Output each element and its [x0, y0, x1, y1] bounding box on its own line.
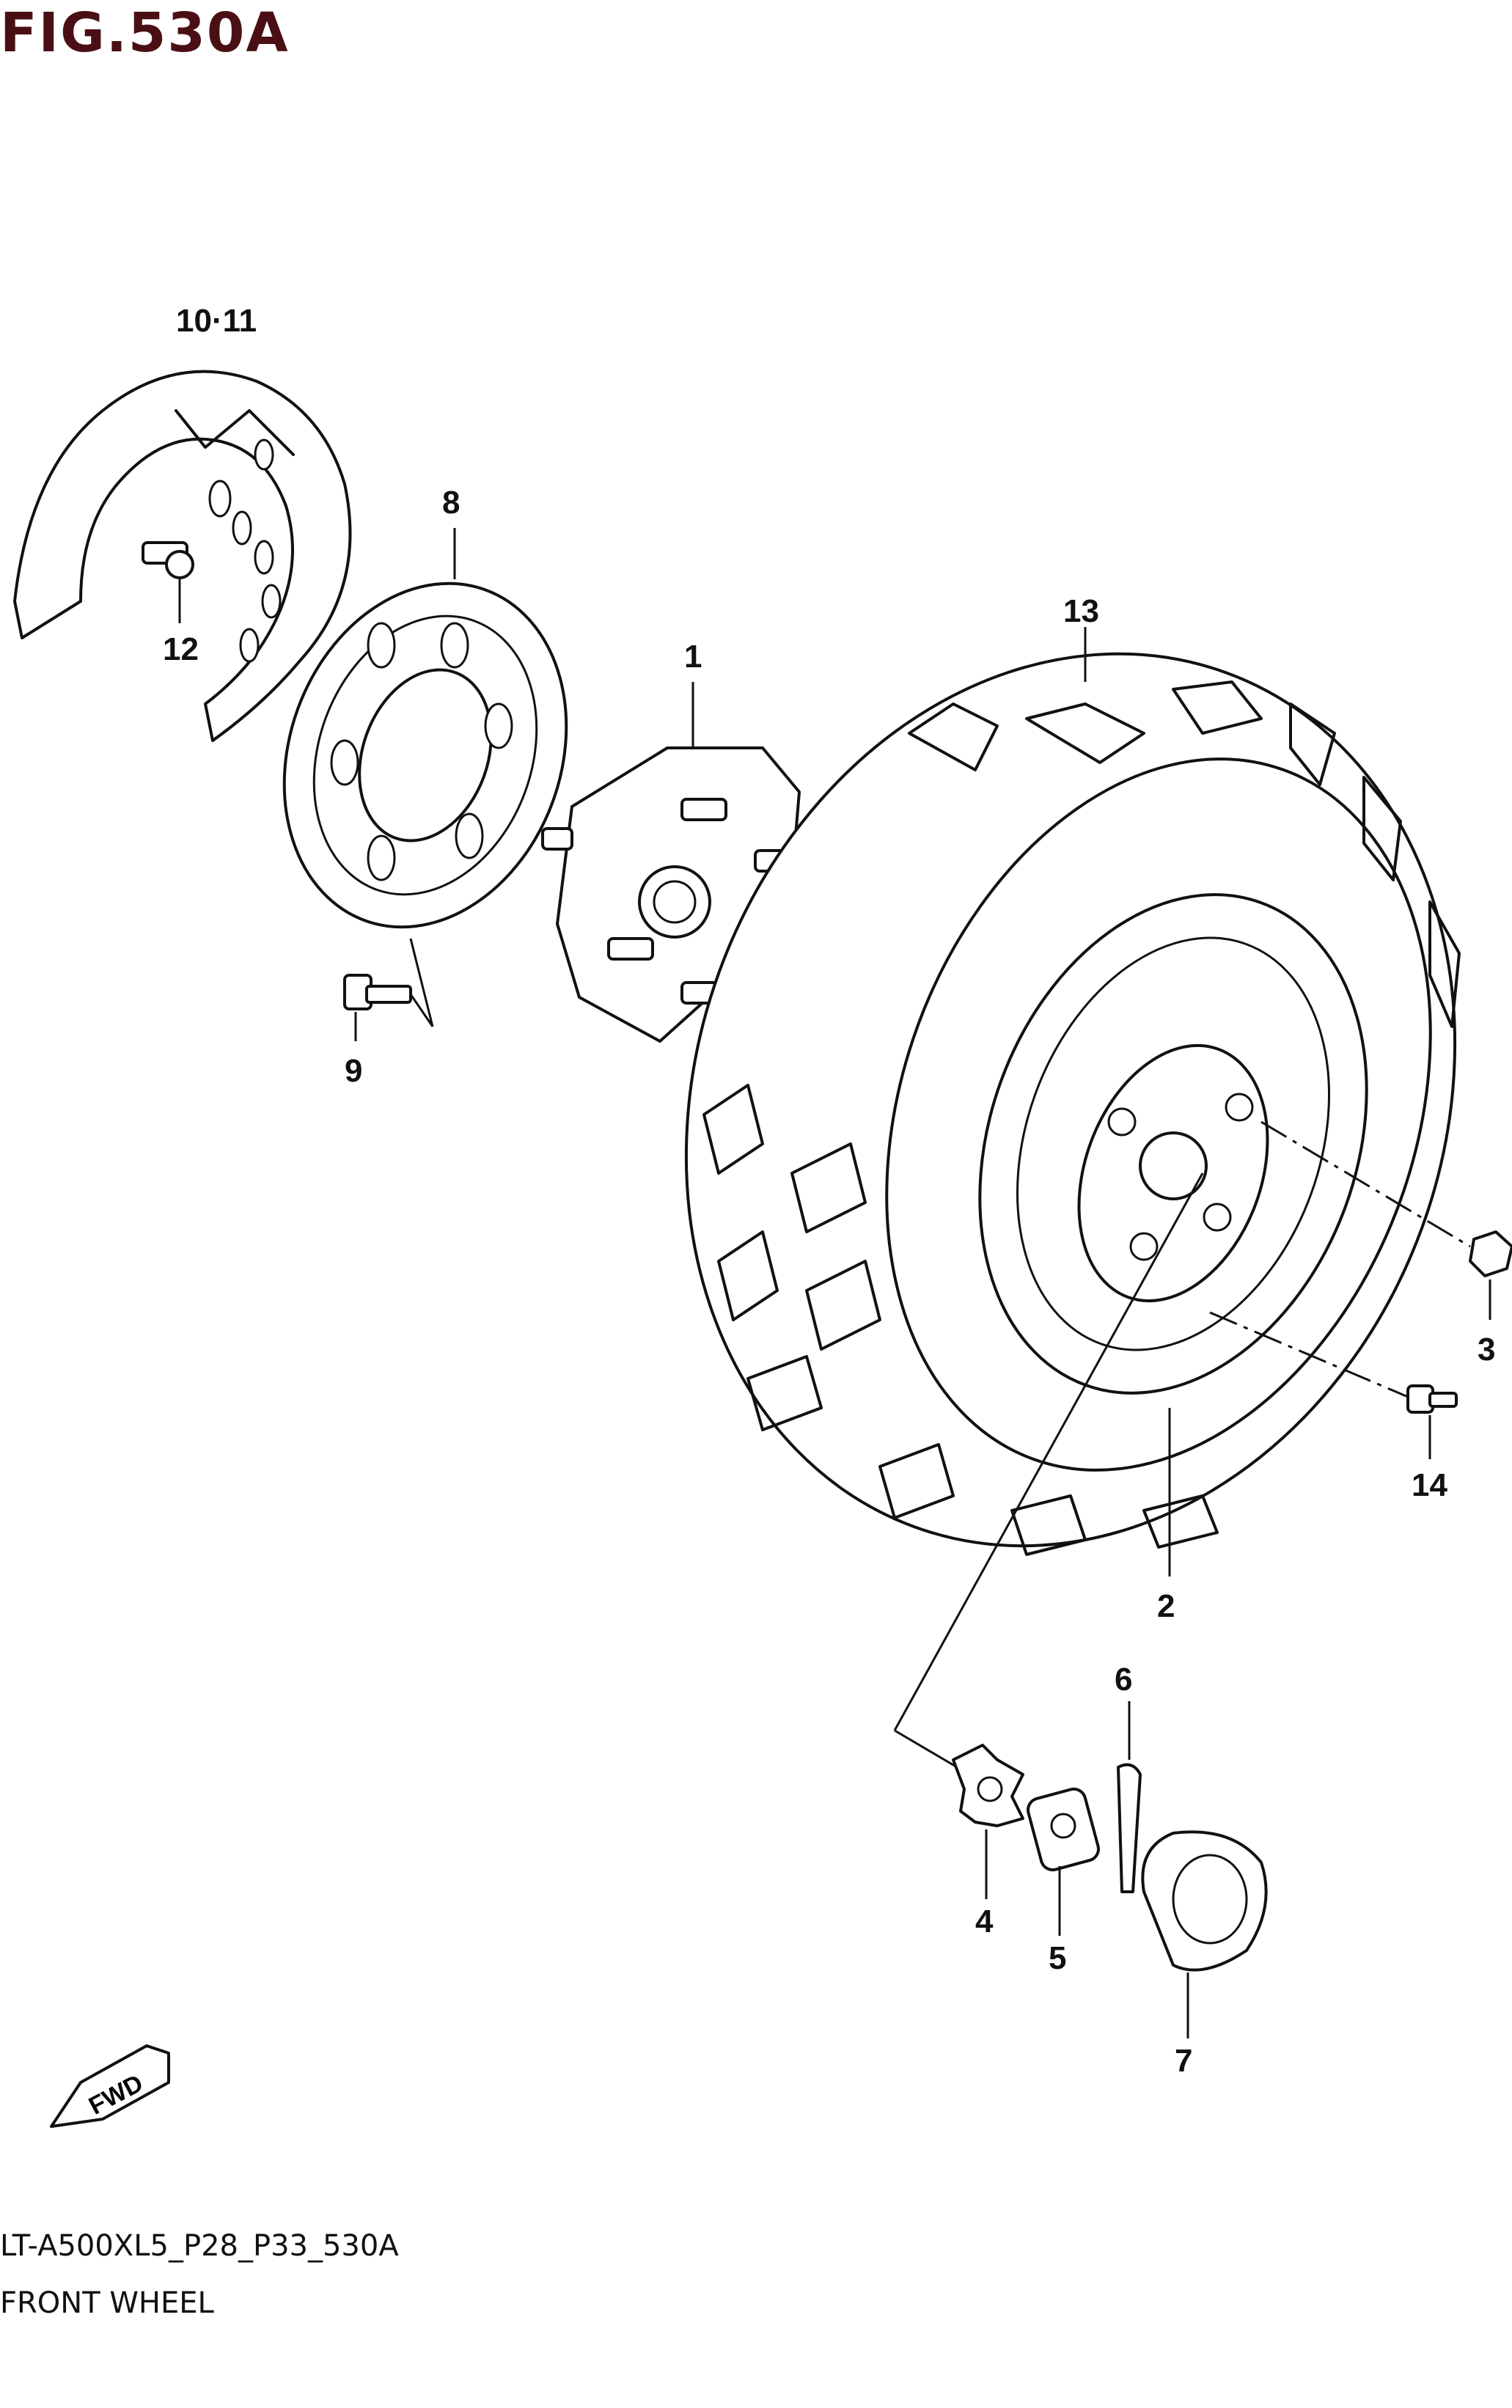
hub-cap-7	[1141, 1830, 1268, 2038]
callout-12: 12	[163, 631, 199, 667]
brake-disc	[282, 528, 568, 1027]
brake-disc-cover	[13, 370, 352, 742]
cotter-pin-6	[1117, 1701, 1142, 1893]
callout-13: 13	[1063, 593, 1099, 629]
figure-title: FIG.530A	[0, 1, 290, 65]
callout-9: 9	[345, 1053, 362, 1089]
callout-6: 6	[1115, 1662, 1132, 1697]
callout-3: 3	[1478, 1332, 1495, 1368]
callout-1: 1	[684, 639, 702, 675]
callout-4: 4	[975, 1904, 994, 1939]
lug-nut-3	[1260, 1120, 1512, 1320]
figure-code: LT-A500XL5_P28_P33_530A	[0, 2229, 399, 2263]
wheel-rim	[978, 893, 1368, 1576]
valve-stem-14	[1209, 1311, 1458, 1459]
callout-8: 8	[442, 485, 460, 521]
bolt-9	[343, 974, 434, 1041]
castle-nut-5	[1027, 1787, 1100, 1936]
figure-name: FRONT WHEEL	[0, 2286, 214, 2320]
callout-2: 2	[1157, 1588, 1175, 1624]
lock-washer-4	[893, 1172, 1204, 1899]
callout-7: 7	[1175, 2043, 1192, 2079]
callout-10-11: 10·11	[176, 303, 257, 339]
fwd-direction-arrow: FWD	[50, 2044, 170, 2128]
callout-14: 14	[1412, 1467, 1447, 1503]
bolt-12	[142, 541, 194, 623]
callout-5: 5	[1049, 1940, 1066, 1976]
